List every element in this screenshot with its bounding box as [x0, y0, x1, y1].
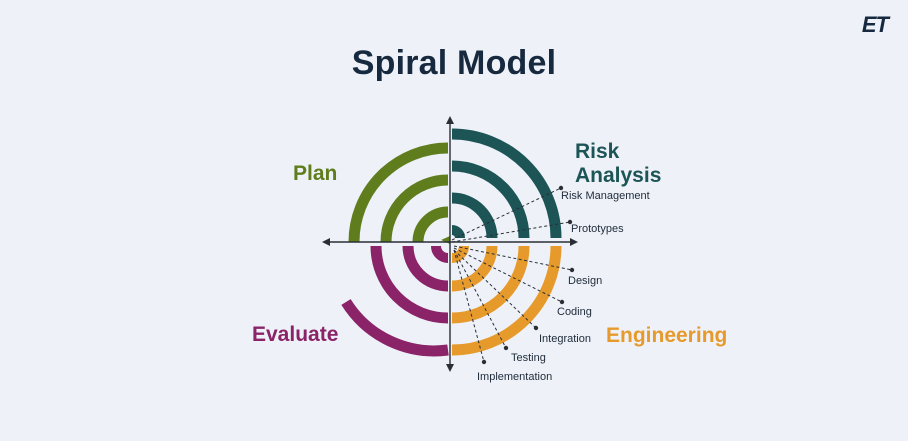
- plan-arc-middle: [380, 174, 449, 243]
- label-testing: Testing: [511, 352, 546, 364]
- label-risk-management: Risk Management: [561, 190, 650, 202]
- leader-design: [453, 245, 573, 271]
- brand-logo[interactable]: ET: [861, 12, 889, 37]
- leader-coding: [453, 247, 563, 303]
- label-design: Design: [568, 275, 603, 287]
- plan-arcs: [348, 142, 449, 243]
- engineering-arc-core: [451, 245, 469, 263]
- evaluate-arc-inner: [402, 245, 449, 292]
- evaluate-arcs: [341, 245, 449, 357]
- risk-arc-inner: [451, 192, 498, 239]
- risk-label-line-2: Analysis: [575, 164, 662, 187]
- leader-testing: [453, 249, 507, 349]
- label-integration: Integration: [539, 333, 591, 345]
- engineering-arc-inner: [451, 245, 498, 292]
- y-axis-arrow-bottom: [446, 364, 454, 372]
- plan-arc-inner: [412, 206, 449, 243]
- quadrant-label-plan: Plan: [293, 162, 338, 185]
- plan-arc-outer: [348, 142, 449, 243]
- evaluate-arc-outer: [341, 299, 449, 357]
- engineering-arc-outer: [451, 245, 562, 356]
- leader-lines: [451, 187, 573, 363]
- label-coding: Coding: [557, 306, 592, 318]
- risk-label-line-1: Risk: [575, 140, 620, 163]
- leader-implementation: [453, 249, 485, 363]
- leader-risk-management: [451, 187, 562, 241]
- leader-prototypes: [451, 221, 571, 243]
- quadrant-label-engineering: Engineering: [606, 324, 728, 347]
- spiral-center-marker: [441, 236, 450, 244]
- evaluate-arc-middle: [370, 245, 449, 324]
- label-prototypes: Prototypes: [571, 223, 624, 235]
- quadrant-label-evaluate: Evaluate: [252, 323, 339, 346]
- x-axis-arrow-right: [570, 238, 578, 246]
- label-implementation: Implementation: [477, 371, 553, 383]
- quadrant-label-risk-analysis: Risk Analysis: [575, 140, 661, 188]
- axes: [322, 116, 578, 372]
- page-title: Spiral Model: [351, 44, 557, 82]
- risk-arc-core: [451, 225, 465, 239]
- leader-dots: [481, 185, 575, 365]
- evaluate-arc-core: [431, 245, 449, 263]
- x-axis-arrow-left: [322, 238, 330, 246]
- risk-arcs: [451, 128, 562, 239]
- risk-arc-outer: [451, 128, 562, 239]
- risk-arc-middle: [451, 160, 530, 239]
- leader-integration: [453, 249, 537, 329]
- y-axis-arrow-top: [446, 116, 454, 124]
